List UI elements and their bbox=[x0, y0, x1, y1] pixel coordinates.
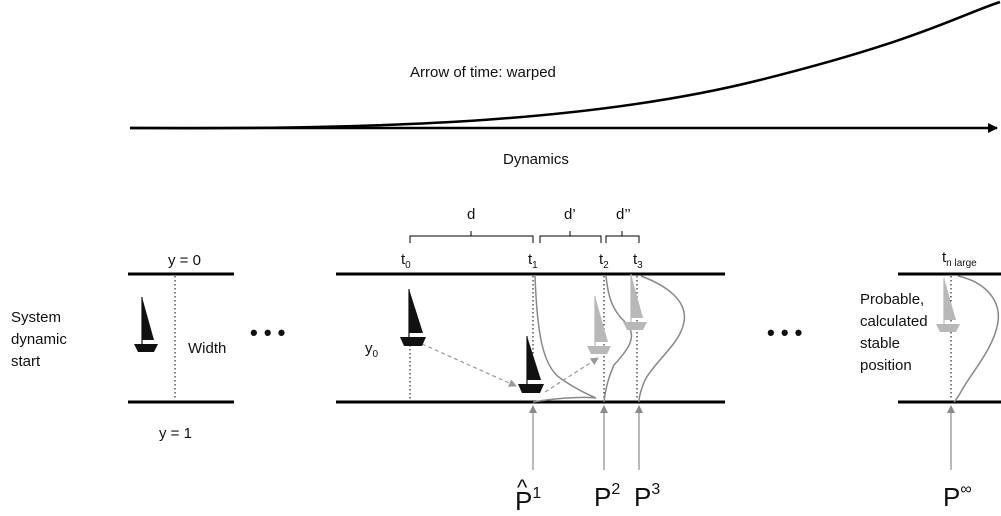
sailboat-ghost-icon bbox=[936, 278, 960, 332]
stable-label-line-4: position bbox=[860, 357, 912, 374]
p1-distribution-curve bbox=[532, 275, 597, 403]
brace-d-prime bbox=[539, 231, 602, 243]
ellipsis-left: • • • bbox=[250, 320, 285, 345]
middle-panel: d d’ d’’ t0 t1 t2 t3 y0 bbox=[336, 206, 725, 516]
d-label: d bbox=[467, 206, 475, 223]
tn-label: tn large bbox=[942, 249, 977, 269]
t0-label: t0 bbox=[401, 251, 411, 271]
d-prime-label: d’ bbox=[564, 206, 576, 223]
ellipsis-right: • • • bbox=[767, 320, 802, 345]
system-label-line-3: start bbox=[11, 353, 41, 370]
y0-label: y0 bbox=[365, 340, 379, 360]
d-double-prime-label: d’’ bbox=[616, 206, 631, 223]
stable-label-line-2: calculated bbox=[860, 313, 928, 330]
p2-label: P2 bbox=[594, 481, 620, 512]
right-panel: tn large Probable, calculated stable pos… bbox=[860, 249, 1001, 512]
p2-distribution-curve bbox=[603, 275, 633, 403]
stable-label-line-1: Probable, bbox=[860, 291, 924, 308]
dynamics-label: Dynamics bbox=[503, 151, 569, 168]
stable-label-line-3: stable bbox=[860, 335, 900, 352]
sailboat-icon bbox=[400, 289, 426, 346]
sailboat-ghost-icon bbox=[623, 274, 647, 330]
transition-arrow-t0-t1 bbox=[421, 343, 517, 387]
t2-label: t2 bbox=[599, 251, 609, 271]
width-label: Width bbox=[188, 340, 226, 357]
system-label-line-1: System bbox=[11, 309, 61, 326]
pinf-label: P∞ bbox=[943, 481, 972, 512]
pinf-distribution-curve bbox=[953, 275, 1000, 403]
sailboat-icon bbox=[134, 297, 158, 352]
transition-arrow-t1-t2 bbox=[544, 357, 599, 393]
t3-label: t3 bbox=[633, 251, 643, 271]
sailboat-icon bbox=[518, 336, 544, 393]
brace-d-double-prime bbox=[605, 231, 640, 243]
warped-time-arrow bbox=[129, 0, 1001, 130]
p3-label: P3 bbox=[634, 481, 660, 512]
left-panel: y = 0 y = 1 Width bbox=[128, 252, 234, 442]
y0-wall-label: y = 0 bbox=[168, 252, 201, 269]
warped-time-label: Arrow of time: warped bbox=[410, 64, 556, 81]
p1-label: P1 bbox=[515, 485, 541, 516]
brace-d bbox=[409, 231, 534, 243]
p3-distribution-curve bbox=[638, 275, 686, 403]
p1-hat: ^ bbox=[517, 475, 528, 500]
y1-wall-label: y = 1 bbox=[159, 425, 192, 442]
t1-label: t1 bbox=[528, 251, 538, 271]
system-label-line-2: dynamic bbox=[11, 331, 67, 348]
sailboat-ghost-icon bbox=[587, 296, 611, 354]
